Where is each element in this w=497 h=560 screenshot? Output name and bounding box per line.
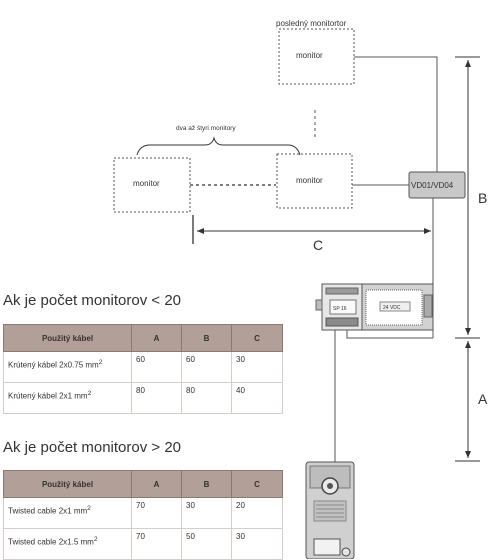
value-b-cell: 60	[181, 351, 232, 383]
header-b: B	[181, 324, 232, 352]
monitor-box-left	[113, 157, 191, 213]
header-c: C	[231, 470, 283, 498]
header-a: A	[131, 470, 182, 498]
dim-b-label: B	[478, 190, 487, 206]
cable-cell: Krútený kábel 2x0.75 mm2	[3, 351, 132, 383]
value-a-cell: 70	[131, 497, 182, 529]
table-row: Krútený kábel 2x0.75 mm2 60 60 30	[3, 351, 283, 383]
door-panel	[305, 461, 355, 559]
group-brace	[136, 136, 301, 156]
table-row: Krútený kábel 2x1 mm2 80 80 40	[3, 382, 283, 414]
distributor-box	[408, 171, 466, 199]
cable-cell: Twisted cable 2x1.5 mm2	[3, 528, 132, 560]
table-more-heading: Ak je počet monitorov > 20	[3, 439, 182, 456]
table-less-heading: Ak je počet monitorov < 20	[3, 292, 182, 309]
group-caption: dva až štyri monitory	[176, 125, 236, 132]
monitor-middle-label: monitor	[296, 176, 323, 185]
table-header-row: Použitý kábel A B C	[3, 324, 283, 352]
value-c-cell: 40	[231, 382, 283, 414]
dim-c-label: C	[313, 237, 323, 253]
value-c-cell: 20	[231, 497, 283, 529]
module-link-wire	[346, 330, 433, 339]
table-row: Twisted cable 2x1.5 mm2 70 50 30	[3, 528, 283, 560]
header-cable: Použitý kábel	[3, 470, 132, 498]
value-b-cell: 30	[181, 497, 232, 529]
last-monitor-caption: posledný monitortor	[276, 19, 347, 28]
table-row: Twisted cable 2x1 mm2 70 30 20	[3, 497, 283, 529]
table-header-row: Použitý kábel A B C	[3, 470, 283, 498]
monitor-left-label: monitor	[133, 179, 160, 188]
door-module: SP 16	[315, 283, 363, 331]
value-a-cell: 80	[131, 382, 182, 414]
distributor-label: VD01/VD04	[411, 181, 454, 190]
door-module-label: SP 16	[333, 306, 347, 312]
value-b-cell: 50	[181, 528, 232, 560]
last-monitor-box	[278, 28, 355, 85]
power-supply: 24 VDC	[361, 283, 434, 331]
header-a: A	[131, 324, 182, 352]
power-supply-label: 24 VDC	[383, 305, 401, 311]
value-a-cell: 60	[131, 351, 182, 383]
cable-cell: Krútený kábel 2x1 mm2	[3, 382, 132, 414]
dim-a-label: A	[478, 391, 488, 407]
monitor-box-middle	[276, 153, 353, 209]
header-c: C	[231, 324, 283, 352]
value-b-cell: 80	[181, 382, 232, 414]
header-b: B	[181, 470, 232, 498]
last-monitor-label: monitor	[296, 51, 323, 60]
cable-table-more: Použitý kábel A B C Twisted cable 2x1 mm…	[3, 470, 283, 560]
value-a-cell: 70	[131, 528, 182, 560]
value-c-cell: 30	[231, 351, 283, 383]
header-cable: Použitý kábel	[3, 324, 132, 352]
last-monitor-wire	[354, 56, 438, 172]
cable-table-less: Použitý kábel A B C Krútený kábel 2x0.75…	[3, 324, 283, 414]
cable-cell: Twisted cable 2x1 mm2	[3, 497, 132, 529]
value-c-cell: 30	[231, 528, 283, 560]
